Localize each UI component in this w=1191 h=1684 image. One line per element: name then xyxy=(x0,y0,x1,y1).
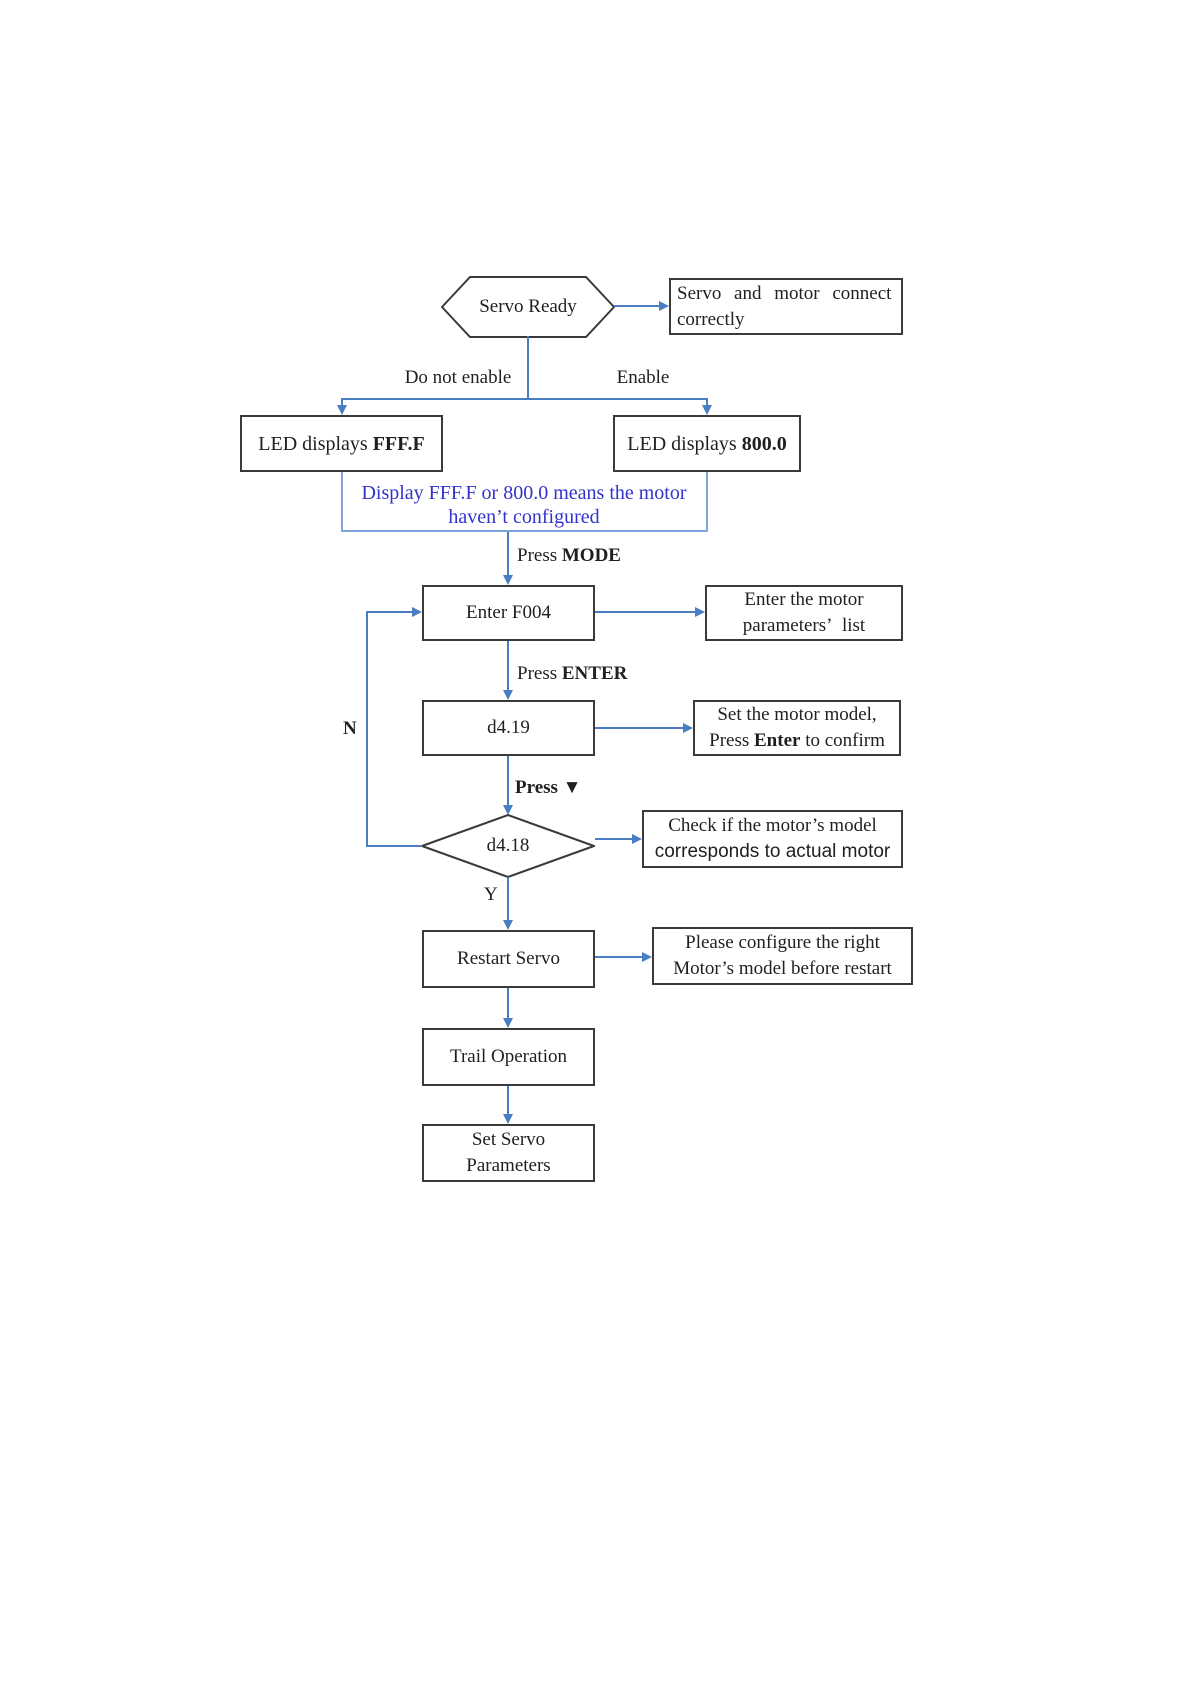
connector-branch-left-down xyxy=(341,398,343,406)
box-d419: d4.19 xyxy=(422,700,595,756)
connector-branch-right-down xyxy=(706,398,708,406)
connector-d418-to-note xyxy=(595,838,632,840)
connector-n-loop-top xyxy=(366,611,412,613)
note-servo-motor-connect: Servo and motor connect correctly xyxy=(669,278,903,335)
label-yes: Y xyxy=(484,884,498,905)
config-note-line2: haven’t configured xyxy=(448,506,600,528)
note-servo-motor-connect-line2: correctly xyxy=(677,308,745,330)
note-check-motor-line2: corresponds to actual motor xyxy=(654,841,891,862)
bracket-left-line xyxy=(341,472,343,532)
connector-restart-to-note xyxy=(595,956,642,958)
arrowhead-d419 xyxy=(503,690,513,700)
connector-to-set-params xyxy=(507,1086,509,1114)
press-enter-key: ENTER xyxy=(561,663,628,684)
note-set-motor-model: Set the motor model, Press Enter to conf… xyxy=(693,700,901,756)
arrowhead-start-note xyxy=(659,301,669,311)
branch-label-do-not-enable: Do not enable xyxy=(404,367,512,388)
led-800-prefix: LED displays xyxy=(627,432,742,455)
config-note: Display FFF.F or 800.0 means the motor h… xyxy=(324,481,724,529)
note-motor-parameters-line1: Enter the motor xyxy=(744,589,864,610)
label-press-mode: Press MODE xyxy=(517,545,621,567)
label-press-down: Press ▼ xyxy=(515,777,581,799)
set-servo-line1: Set Servo xyxy=(471,1129,546,1150)
led-fff-prefix: LED displays xyxy=(258,432,373,455)
enter-f004-label: Enter F004 xyxy=(466,602,551,623)
note-set-motor-line2-prefix: Press xyxy=(709,730,754,751)
connector-n-loop-vertical xyxy=(366,611,368,847)
note-set-motor-line2-key: Enter xyxy=(754,730,801,751)
box-led-displays-fff: LED displays FFF.F xyxy=(240,415,443,472)
connector-branch-rail xyxy=(341,398,708,400)
press-enter-prefix: Press xyxy=(517,663,562,684)
connector-start-to-note xyxy=(614,305,659,307)
connector-to-restart xyxy=(507,877,509,920)
label-no: N xyxy=(343,718,357,739)
connector-to-d418 xyxy=(507,756,509,805)
note-motor-parameters-list: Enter the motor parameters’ list xyxy=(705,585,903,641)
connector-d419-to-note xyxy=(595,727,683,729)
box-set-servo-parameters: Set Servo Parameters xyxy=(422,1124,595,1182)
press-mode-prefix: Press xyxy=(517,545,562,566)
led-fff-text: LED displays FFF.F xyxy=(258,431,424,457)
arrowhead-led-left xyxy=(337,405,347,415)
led-fff-value: FFF.F xyxy=(372,432,425,455)
connector-f004-to-note xyxy=(595,611,695,613)
note-set-motor-line1: Set the motor model, xyxy=(717,704,877,725)
press-mode-key: MODE xyxy=(561,545,621,566)
bracket-bottom-line xyxy=(341,530,708,532)
note-set-motor-line2-suffix: to confirm xyxy=(800,730,885,751)
arrowhead-restart-note xyxy=(642,952,652,962)
branch-label-enable: Enable xyxy=(616,367,670,388)
config-note-line1: Display FFF.F or 800.0 means the motor xyxy=(361,482,687,504)
box-enter-f004: Enter F004 xyxy=(422,585,595,641)
d419-label: d4.19 xyxy=(487,717,530,738)
connector-to-trail xyxy=(507,988,509,1018)
box-restart-servo: Restart Servo xyxy=(422,930,595,988)
note-motor-parameters-line2: parameters’ list xyxy=(742,615,866,636)
servo-ready-hexagon-outline xyxy=(441,276,615,338)
press-down-arrow-icon: ▼ xyxy=(562,777,582,798)
connector-to-f004 xyxy=(507,532,509,575)
note-servo-motor-connect-line1: Servo and motor connect xyxy=(677,282,892,304)
bracket-right-line xyxy=(706,472,708,532)
note-configure-line1: Please configure the right xyxy=(685,932,880,953)
arrowhead-f004-note xyxy=(695,607,705,617)
label-press-enter: Press ENTER xyxy=(517,663,627,685)
arrowhead-trail xyxy=(503,1018,513,1028)
arrowhead-set-params xyxy=(503,1114,513,1124)
box-led-displays-800: LED displays 800.0 xyxy=(613,415,801,472)
d418-diamond-outline xyxy=(421,814,595,878)
press-down-prefix: Press xyxy=(515,777,563,798)
arrowhead-n-loop xyxy=(412,607,422,617)
box-trail-operation: Trail Operation xyxy=(422,1028,595,1086)
note-configure-before-restart: Please configure the right Motor’s model… xyxy=(652,927,913,985)
connector-n-loop-bottom xyxy=(366,845,422,847)
trail-operation-label: Trail Operation xyxy=(450,1046,567,1067)
led-800-value: 800.0 xyxy=(741,432,787,455)
note-configure-line2: Motor’s model before restart xyxy=(673,958,892,979)
arrowhead-led-right xyxy=(702,405,712,415)
arrowhead-d419-note xyxy=(683,723,693,733)
connector-to-d419 xyxy=(507,641,509,690)
note-check-motor-line1: Check if the motor’s model xyxy=(668,815,877,836)
set-servo-line2: Parameters xyxy=(466,1155,551,1176)
d418-label: d4.18 xyxy=(486,835,530,856)
led-800-text: LED displays 800.0 xyxy=(627,431,786,457)
arrowhead-restart xyxy=(503,920,513,930)
d418-diamond xyxy=(421,814,595,878)
servo-ready-label: Servo Ready xyxy=(479,296,577,317)
note-set-motor-line2: Press Enter to confirm xyxy=(709,728,885,754)
arrowhead-d418 xyxy=(503,805,513,815)
arrowhead-d418-note xyxy=(632,834,642,844)
note-check-motor-model: Check if the motor’s model corresponds t… xyxy=(642,810,903,868)
connector-start-down xyxy=(527,336,529,398)
servo-ready-hexagon xyxy=(441,276,615,338)
restart-servo-label: Restart Servo xyxy=(457,948,560,969)
arrowhead-f004 xyxy=(503,575,513,585)
